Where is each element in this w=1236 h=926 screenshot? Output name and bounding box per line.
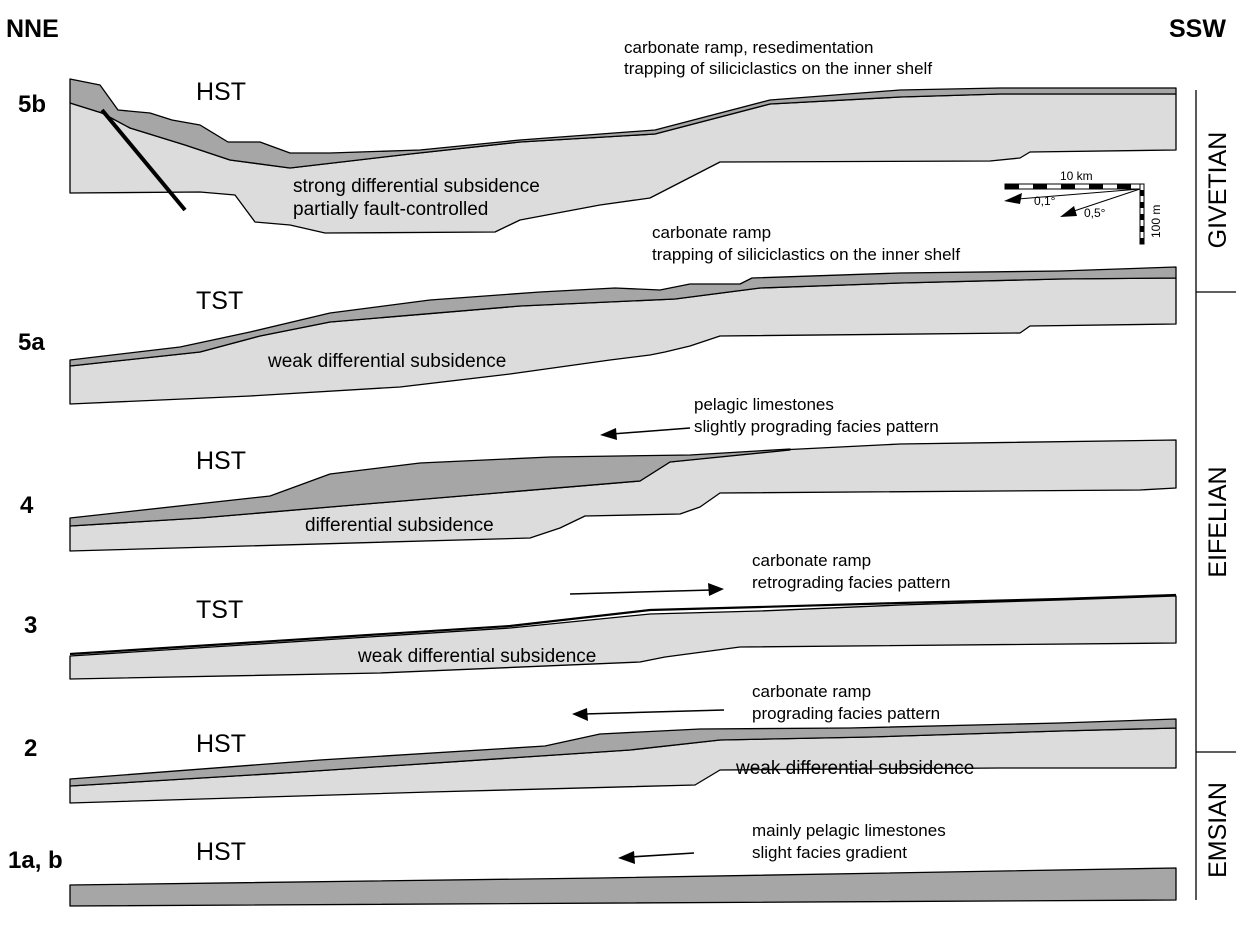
progradation-arrow-1 bbox=[618, 851, 694, 864]
systems-tract-label: HST bbox=[196, 78, 246, 106]
lower-unit bbox=[70, 94, 1176, 233]
stratigraphy-label-emsian: EMSIAN bbox=[1204, 782, 1232, 878]
stratigraphy-label-givetian: GIVETIAN bbox=[1204, 132, 1232, 249]
stage-note-line-1: pelagic limestones bbox=[694, 395, 834, 414]
slope-high-label: 0,5° bbox=[1084, 206, 1106, 220]
stage-note-line-1: carbonate ramp bbox=[652, 223, 771, 242]
systems-tract-label: TST bbox=[196, 287, 243, 315]
direction-right-label: SSW bbox=[1169, 15, 1226, 43]
slope-low-label: 0,1° bbox=[1034, 194, 1056, 208]
stage-5b-section: 5b HST carbonate ramp, resedimentation t… bbox=[18, 38, 1176, 233]
stage-note-line-2: slightly prograding facies pattern bbox=[694, 417, 939, 436]
stage-label: 4 bbox=[20, 492, 34, 519]
stage-note-line-2: retrograding facies pattern bbox=[752, 573, 950, 592]
stage-label: 3 bbox=[24, 612, 37, 639]
stage-note-line-1: carbonate ramp bbox=[752, 551, 871, 570]
systems-tract-label: HST bbox=[196, 447, 246, 475]
systems-tract-label: HST bbox=[196, 730, 246, 758]
stage-note-line-2: prograding facies pattern bbox=[752, 704, 940, 723]
progradation-arrow-2 bbox=[572, 708, 724, 721]
stage-note-line-1: mainly pelagic limestones bbox=[752, 821, 946, 840]
subsidence-note: weak differential subsidence bbox=[357, 646, 596, 667]
retrogradation-arrow-3 bbox=[570, 583, 724, 596]
stratigraphy-column: GIVETIAN EIFELIAN EMSIAN bbox=[1196, 90, 1236, 900]
stage-5a-section: 5a TST carbonate ramp trapping of silici… bbox=[18, 223, 1176, 404]
stage-note-line-1: carbonate ramp bbox=[752, 682, 871, 701]
stage-3-section: 3 TST carbonate ramp retrograding facies… bbox=[24, 551, 1176, 679]
systems-tract-label: TST bbox=[196, 596, 243, 624]
stage-1ab-section: 1a, b HST mainly pelagic limestones slig… bbox=[8, 821, 1176, 906]
subsidence-note-line-1: strong differential subsidence bbox=[293, 176, 540, 197]
scale-horizontal-label: 10 km bbox=[1060, 169, 1093, 183]
subsidence-note: differential subsidence bbox=[305, 515, 494, 536]
stage-4-section: 4 HST pelagic limestones slightly progra… bbox=[20, 395, 1176, 551]
progradation-arrow-4 bbox=[600, 428, 690, 440]
stage-label: 2 bbox=[24, 735, 37, 762]
slope-high-arrowhead bbox=[1060, 206, 1077, 217]
subsidence-note: weak differential subsidence bbox=[735, 758, 974, 779]
stage-note-line-2: slight facies gradient bbox=[752, 843, 907, 862]
subsidence-note-line-2: partially fault-controlled bbox=[293, 199, 488, 220]
subsidence-note: weak differential subsidence bbox=[267, 351, 506, 372]
systems-tract-label: HST bbox=[196, 838, 246, 866]
pelagic-limestone-unit bbox=[70, 868, 1176, 906]
stage-label: 5b bbox=[18, 91, 46, 118]
stage-note-line-2: trapping of siliciclastics on the inner … bbox=[624, 59, 932, 78]
slope-low-arrowhead bbox=[1004, 193, 1022, 204]
scale-bar: 10 km 100 m 0,1° 0,5° bbox=[1004, 169, 1163, 244]
stratigraphy-label-eifelian: EIFELIAN bbox=[1204, 466, 1232, 577]
stage-2-section: 2 HST carbonate ramp prograding facies p… bbox=[24, 682, 1176, 803]
scale-vertical-label: 100 m bbox=[1149, 205, 1163, 238]
stage-note-line-1: carbonate ramp, resedimentation bbox=[624, 38, 873, 57]
direction-left-label: NNE bbox=[6, 15, 59, 43]
stage-label: 1a, b bbox=[8, 847, 63, 874]
stage-note-line-2: trapping of siliciclastics on the inner … bbox=[652, 245, 960, 264]
stage-label: 5a bbox=[18, 329, 45, 356]
